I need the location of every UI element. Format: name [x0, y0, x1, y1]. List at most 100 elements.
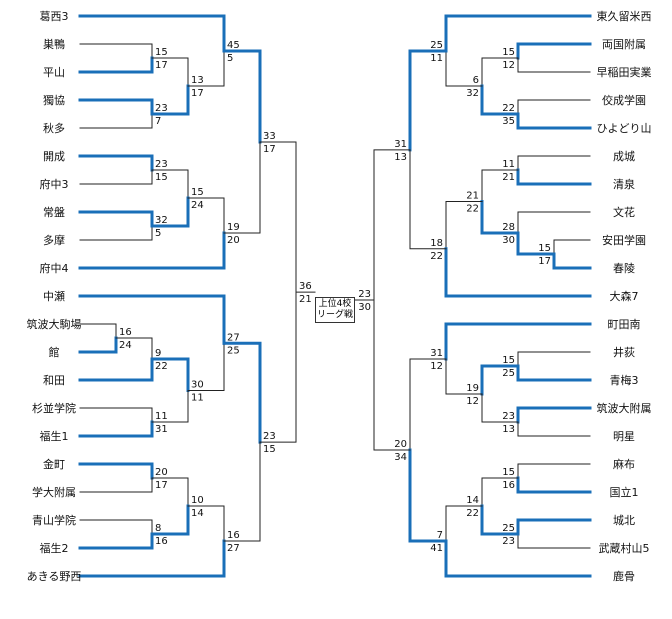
- left-match-13-line-b: [78, 231, 226, 270]
- left-match-14-line-b: [151, 390, 189, 423]
- right-match-18-score-b: 34: [394, 452, 407, 463]
- left-match-3-score-a: 32: [155, 215, 168, 226]
- right-team-5: 成城: [613, 150, 635, 163]
- left-match-0-score-a: 15: [155, 47, 168, 58]
- left-match-6-line-b: [78, 532, 154, 550]
- right-match-7-line-b: [517, 533, 591, 549]
- left-match-9-line-b: [78, 357, 154, 382]
- left-team-4: 秋多: [43, 121, 65, 135]
- right-match-0-line-b: [517, 57, 591, 73]
- right-match-19-line-a: [373, 149, 411, 301]
- left-match-13-line-a: [187, 197, 225, 234]
- right-match-8-line-b: [480, 84, 520, 116]
- left-match-10-score-a: 11: [155, 411, 168, 422]
- right-match-8-line-a: [481, 57, 519, 87]
- right-match-12-score-a: 25: [430, 40, 443, 51]
- left-match-16-line-b: [187, 342, 225, 391]
- left-team-20: あきる野西: [27, 570, 82, 583]
- left-match-5-line-b: [79, 477, 153, 493]
- left-match-13-score-b: 20: [227, 235, 240, 246]
- left-match-13-score-a: 19: [227, 222, 240, 233]
- right-match-14-score-b: 12: [430, 361, 443, 372]
- right-match-14-score-a: 31: [430, 348, 443, 359]
- left-team-18: 青山学院: [32, 513, 76, 527]
- right-match-4-line-a: [517, 351, 591, 367]
- left-team-13: 和田: [43, 374, 65, 387]
- left-team-7: 常盤: [43, 206, 65, 219]
- left-match-15-score-a: 16: [227, 530, 240, 541]
- left-match-10-line-a: [79, 407, 153, 423]
- left-match-15-score-b: 27: [227, 543, 240, 554]
- right-match-11-line-a: [481, 477, 519, 507]
- right-team-10: 大森7: [610, 289, 639, 303]
- right-match-7-line-a: [516, 518, 592, 536]
- left-match-10-line-b: [78, 420, 154, 438]
- right-team-15: 明星: [613, 430, 635, 443]
- left-match-1-line-b: [79, 113, 153, 129]
- left-match-9-score-a: 9: [155, 348, 161, 359]
- left-match-17-score-a: 33: [263, 131, 276, 142]
- left-match-2-score-b: 15: [155, 172, 168, 183]
- left-match-14-score-a: 30: [191, 380, 204, 391]
- right-match-10-score-a: 19: [466, 383, 479, 394]
- left-team-9: 府中4: [40, 261, 69, 275]
- right-match-8-score-b: 32: [466, 88, 479, 99]
- league-round-label-line1: 上位4校: [318, 299, 352, 309]
- right-match-7-score-a: 25: [502, 523, 515, 534]
- left-match-15-line-b: [78, 539, 226, 578]
- right-match-4-score-a: 15: [502, 355, 515, 366]
- league-round-box: 上位4校 リーグ戦: [315, 297, 355, 323]
- right-team-9: 春陵: [613, 262, 635, 275]
- left-match-5-score-b: 17: [155, 480, 168, 491]
- right-match-5-score-b: 13: [502, 424, 515, 435]
- right-match-18-line-b: [408, 448, 448, 543]
- left-match-0-line-a: [79, 43, 153, 59]
- left-match-12-line-b: [187, 50, 225, 87]
- right-match-2-score-b: 21: [502, 172, 515, 183]
- right-match-19-score-b: 30: [358, 302, 371, 313]
- left-match-6-score-b: 16: [155, 536, 168, 547]
- right-match-2-score-a: 11: [502, 159, 515, 170]
- right-match-8-score-a: 6: [473, 75, 479, 86]
- right-match-5-line-a: [516, 406, 592, 424]
- right-team-7: 文花: [613, 205, 635, 219]
- left-match-8-line-b: [150, 196, 190, 228]
- right-match-10-line-b: [481, 393, 519, 423]
- right-team-3: 佼成学園: [602, 93, 646, 107]
- left-match-16-score-b: 25: [227, 345, 240, 356]
- right-team-6: 清泉: [613, 177, 635, 191]
- right-team-2: 早稲田実業: [597, 65, 652, 79]
- left-team-3: 獨協: [43, 93, 65, 107]
- right-match-3-score-b: 17: [538, 256, 551, 267]
- right-match-7-score-b: 23: [502, 536, 515, 547]
- left-team-19: 福生2: [40, 541, 69, 555]
- right-match-13-score-b: 22: [466, 204, 479, 215]
- right-match-5-score-a: 23: [502, 411, 515, 422]
- left-match-2-line-a: [78, 154, 154, 172]
- right-team-20: 鹿骨: [613, 569, 635, 583]
- right-match-11-score-a: 14: [466, 495, 479, 506]
- left-match-11-score-a: 10: [191, 495, 204, 506]
- right-match-12-line-a: [444, 14, 592, 53]
- left-team-16: 金町: [43, 457, 65, 471]
- left-match-3-score-b: 5: [155, 228, 161, 239]
- left-match-17-score-b: 17: [263, 144, 276, 155]
- right-match-6-score-a: 15: [502, 467, 515, 478]
- right-match-3-line-a: [553, 239, 591, 255]
- left-match-3-line-b: [79, 225, 153, 241]
- left-match-8-score-a: 15: [191, 187, 204, 198]
- left-match-0-score-b: 17: [155, 60, 168, 71]
- left-team-17: 学大附属: [32, 485, 76, 499]
- right-team-16: 麻布: [613, 457, 635, 471]
- right-match-14-line-a: [444, 322, 592, 361]
- left-team-15: 福生1: [40, 429, 69, 443]
- left-match-19-score-b: 21: [299, 294, 312, 305]
- left-match-12-line-a: [78, 14, 226, 53]
- left-match-19-line-b: [259, 291, 297, 443]
- left-match-1-line-a: [78, 98, 154, 116]
- right-match-11-score-b: 22: [466, 508, 479, 519]
- left-match-14-line-a: [150, 357, 190, 392]
- right-match-17-line-a: [408, 49, 448, 152]
- right-match-17-line-b: [409, 149, 447, 250]
- right-team-14: 筑波大附属: [597, 401, 652, 415]
